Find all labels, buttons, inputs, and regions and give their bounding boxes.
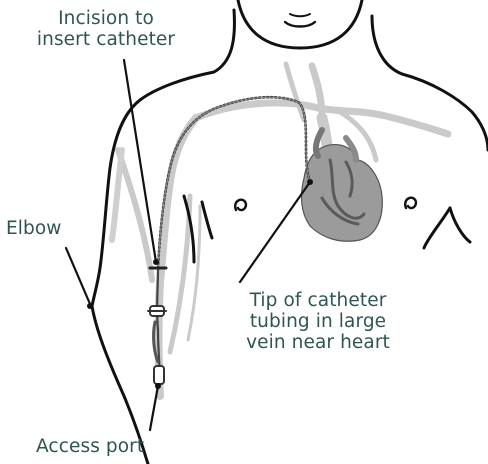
- incision-label: Incision to insert catheter: [10, 8, 202, 50]
- elbow-label: Elbow: [6, 218, 62, 239]
- tip-dot: [307, 179, 313, 185]
- tip-leader: [240, 182, 310, 282]
- nipple-right: [405, 198, 416, 208]
- incision-label-line-2: insert catheter: [10, 29, 202, 50]
- shoulder-right: [402, 74, 488, 150]
- catheter-tubing: [158, 97, 310, 268]
- mouth: [285, 22, 315, 27]
- access-port-hub: [154, 366, 164, 384]
- elbow-dot: [87, 303, 93, 309]
- nipple-left: [235, 200, 246, 210]
- tip-label-line-2: tubing in large: [220, 311, 416, 332]
- access-port-label-text: Access port: [36, 436, 144, 457]
- chin-outline: [238, 0, 362, 48]
- elbow-label-text: Elbow: [6, 218, 62, 239]
- access-port-dot: [155, 383, 161, 389]
- elbow-leader: [66, 248, 90, 304]
- neck-left: [214, 10, 234, 72]
- tip-label-line-3: vein near heart: [220, 332, 416, 353]
- access-port-label: Access port: [36, 436, 144, 457]
- tip-label: Tip of catheter tubing in large vein nea…: [220, 290, 416, 353]
- access-port-leader: [150, 386, 158, 430]
- heart-shape: [302, 145, 383, 242]
- neck-right: [372, 16, 402, 74]
- incision-label-line-1: Incision to: [10, 8, 202, 29]
- incision-dot: [153, 259, 159, 265]
- tip-label-line-1: Tip of catheter: [220, 290, 416, 311]
- armpit-right: [424, 208, 450, 248]
- inner-arm-2: [202, 202, 212, 238]
